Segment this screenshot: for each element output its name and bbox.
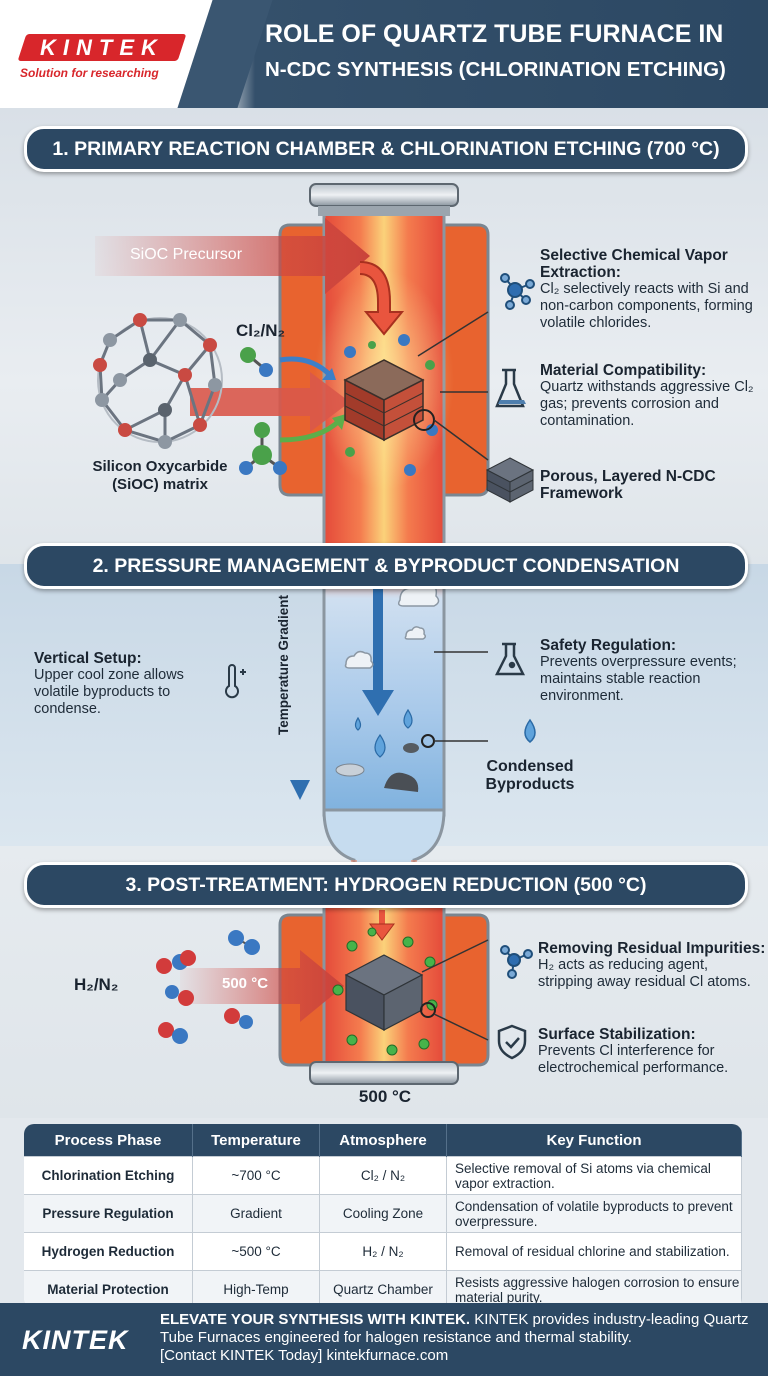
chlorine-flow-arrow-icon <box>279 356 332 377</box>
hydrogen-feed-arrow <box>180 950 344 1022</box>
layered-framework-icon <box>485 457 535 503</box>
section3-title: 3. POST-TREATMENT: HYDROGEN REDUCTION (5… <box>24 862 748 908</box>
siocprecursor-arrow <box>95 218 370 294</box>
table-header-cell: Atmosphere <box>319 1124 447 1157</box>
table-header-cell: Process Phase <box>24 1124 193 1157</box>
callout-ncdc-framework-heading: Porous, Layered N-CDC Framework <box>540 468 716 502</box>
table-row: Material Protection High-Temp Quartz Cha… <box>24 1270 742 1308</box>
callout-residual-impurities-text: H₂ acts as reducing agent, stripping awa… <box>538 957 751 990</box>
flask-icon <box>495 368 526 408</box>
temperature-gradient-label: Temperature Gradient <box>274 595 294 735</box>
matrix-feed-arrow <box>190 372 350 432</box>
table-cell: Hydrogen Reduction <box>24 1232 193 1271</box>
table-header-cell: Key Function <box>446 1124 742 1157</box>
sioc-precursor-label: SiOC Precursor <box>130 246 243 263</box>
table-header-row: Process Phase Temperature Atmosphere Key… <box>24 1124 742 1157</box>
process-summary-table: Process Phase Temperature Atmosphere Key… <box>24 1124 742 1308</box>
safety-flask-icon <box>494 642 526 676</box>
table-cell: Selective removal of Si atoms via chemic… <box>446 1156 742 1195</box>
footer-cta-heading: ELEVATE YOUR SYNTHESIS WITH KINTEK. <box>160 1311 471 1328</box>
condensation-arrow-icon <box>362 690 394 716</box>
callout-residual-impurities-heading: Removing Residual Impurities: <box>538 940 766 957</box>
safety-regulation-heading: Safety Regulation: <box>540 637 677 654</box>
sioc-matrix-label-line1: Silicon Oxycarbide <box>92 458 228 475</box>
molecule-icon-small <box>500 945 533 979</box>
table-cell: Resists aggressive halogen corrosion to … <box>446 1270 742 1308</box>
callout-material-compatibility-heading: Material Compatibility: <box>540 362 707 379</box>
table-cell: High-Temp <box>192 1270 320 1308</box>
reduction-temp-arrow-label: 500 °C <box>222 975 269 992</box>
callout-ncdc-framework: Porous, Layered N-CDC Framework <box>540 468 730 502</box>
section2-title: 2. PRESSURE MANAGEMENT & BYPRODUCT CONDE… <box>24 543 748 589</box>
table-cell: Gradient <box>192 1194 320 1233</box>
tube-top-cap <box>309 183 459 207</box>
table-cell: H₂ / N₂ <box>319 1232 447 1271</box>
footer-banner: KINTEK ELEVATE YOUR SYNTHESIS WITH KINTE… <box>0 1303 768 1376</box>
sioc-matrix-label-line2: (SiOC) matrix <box>112 476 208 493</box>
cl2-n2-label: Cl₂/N₂ <box>236 321 286 340</box>
table-row: Pressure Regulation Gradient Cooling Zon… <box>24 1194 742 1233</box>
safety-regulation-text: Prevents overpressure events; maintains … <box>540 654 737 704</box>
table-cell: Pressure Regulation <box>24 1194 193 1233</box>
shield-check-icon <box>497 1024 527 1060</box>
h2-n2-label: H₂/N₂ <box>74 975 119 994</box>
logo-tagline: Solution for researching <box>20 66 159 80</box>
ncdc-cube-icon <box>343 359 425 442</box>
table-cell: ~500 °C <box>192 1232 320 1271</box>
callout-surface-stabilization-text: Prevents Cl interference for electrochem… <box>538 1043 729 1076</box>
bottom-temp-label: 500 °C <box>358 1087 412 1106</box>
page-title-line2: N-CDC SYNTHESIS (CHLORINATION ETCHING) <box>265 58 726 81</box>
table-cell: ~700 °C <box>192 1156 320 1195</box>
table-cell: Quartz Chamber <box>319 1270 447 1308</box>
molecule-network-icon <box>500 273 535 310</box>
gas-particles <box>344 334 438 476</box>
footer-kintek-logo: KINTEK <box>22 1325 129 1355</box>
table-cell: Cl₂ / N₂ <box>319 1156 447 1195</box>
table-cell: Condensation of volatile byproducts to p… <box>446 1194 742 1233</box>
section1-title: 1. PRIMARY REACTION CHAMBER & CHLORINATI… <box>24 126 748 172</box>
condensed-byproducts-line1: Condensed <box>486 758 574 775</box>
sioc-atoms <box>93 313 222 449</box>
table-row: Chlorination Etching ~700 °C Cl₂ / N₂ Se… <box>24 1156 742 1195</box>
footer-cta-text: KINTEK provides industry-leading Quartz … <box>160 1311 749 1346</box>
condensed-residue-icons <box>335 743 419 792</box>
droplet-icon <box>524 718 536 743</box>
table-cell: Cooling Zone <box>319 1194 447 1233</box>
callout-surface-stabilization-heading: Surface Stabilization: <box>538 1026 696 1043</box>
callout-material-compatibility: Material Compatibility: Quartz withstand… <box>540 362 765 430</box>
table-cell: Removal of residual chlorine and stabili… <box>446 1232 742 1271</box>
droplet-icons <box>354 708 413 758</box>
reduction-marker-icon <box>420 1002 436 1018</box>
vertical-setup-callout: Vertical Setup: Upper cool zone allows v… <box>34 650 214 718</box>
footer-cta: ELEVATE YOUR SYNTHESIS WITH KINTEK. KINT… <box>160 1311 760 1365</box>
condensed-byproducts-line2: Byproducts <box>485 776 575 793</box>
footer-contact-link[interactable]: [Contact KINTEK Today] kintekfurnace.com <box>160 1347 449 1364</box>
callout-surface-stabilization: Surface Stabilization: Prevents Cl inter… <box>538 1026 758 1077</box>
hydrogen-molecule-icons <box>156 930 260 1044</box>
vertical-setup-heading: Vertical Setup: <box>34 650 142 667</box>
callout-vapor-extraction-text: Cl₂ selectively reacts with Si and non-c… <box>540 281 753 331</box>
callout-vapor-extraction-heading: Selective Chemical Vapor Extraction: <box>540 247 728 281</box>
reduced-framework-icon <box>344 954 424 1031</box>
condensed-byproducts-label: Condensed Byproducts <box>470 758 590 794</box>
sioc-matrix-label: Silicon Oxycarbide (SiOC) matrix <box>70 458 250 494</box>
callout-material-compatibility-text: Quartz withstands aggressive Cl₂ gas; pr… <box>540 379 754 429</box>
tube-bottom-cap <box>309 1061 459 1085</box>
chlorine-molecule-icon <box>239 347 287 475</box>
kintek-logo: KINTEK <box>40 35 164 60</box>
callout-vapor-extraction: Selective Chemical Vapor Extraction: Cl₂… <box>540 247 765 332</box>
vertical-setup-text: Upper cool zone allows volatile byproduc… <box>34 667 184 717</box>
safety-regulation-callout: Safety Regulation: Prevents overpressure… <box>540 637 760 705</box>
page-title-line1: ROLE OF QUARTZ TUBE FURNACE IN <box>265 20 724 48</box>
table-cell: Chlorination Etching <box>24 1156 193 1195</box>
callout-residual-impurities: Removing Residual Impurities: H₂ acts as… <box>538 940 766 991</box>
thermometer-icon <box>225 664 246 699</box>
flow-down-arrow-icon <box>359 261 405 336</box>
table-cell: Material Protection <box>24 1270 193 1308</box>
table-header-cell: Temperature <box>192 1124 320 1157</box>
table-row: Hydrogen Reduction ~500 °C H₂ / N₂ Remov… <box>24 1232 742 1271</box>
